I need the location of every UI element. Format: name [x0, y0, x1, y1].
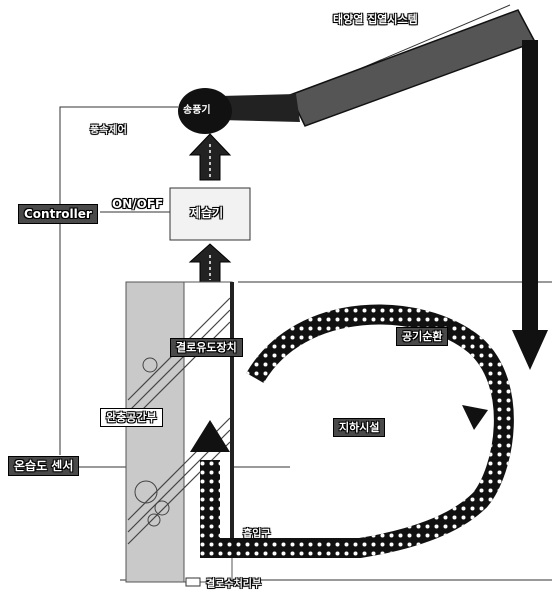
airflow-arrow-up-1	[188, 133, 232, 181]
airflow-arrow-up-2	[188, 243, 232, 283]
air-circulation-loop	[190, 304, 514, 558]
return-duct-arrow	[512, 40, 548, 370]
label-fan-speed-control: 풍속제어	[90, 125, 127, 136]
label-air-circulation: 공기순환	[396, 327, 449, 346]
blower-icon	[178, 88, 232, 134]
dehumidifier-box	[169, 187, 251, 241]
label-condensation-guide: 결로유도장치	[170, 338, 243, 357]
label-condensate-collector: 결로수처리부	[206, 579, 262, 590]
label-on-off: ON/OFF	[112, 197, 164, 211]
condensate-outlet	[185, 577, 201, 587]
label-temp-humidity-sensor: 온습도 센서	[8, 456, 80, 476]
label-dehumidifier: 제습기	[190, 206, 224, 220]
blower-duct	[220, 94, 300, 122]
label-solar-collector: 태양열 집열시스템	[333, 13, 418, 26]
label-underground-facility: 지하시설	[333, 418, 386, 437]
label-blower: 송풍기	[183, 105, 211, 116]
label-controller: Controller	[18, 204, 98, 224]
label-buffer-space: 완충공간부	[100, 408, 163, 427]
label-air-intake: 흡입구	[243, 529, 271, 540]
